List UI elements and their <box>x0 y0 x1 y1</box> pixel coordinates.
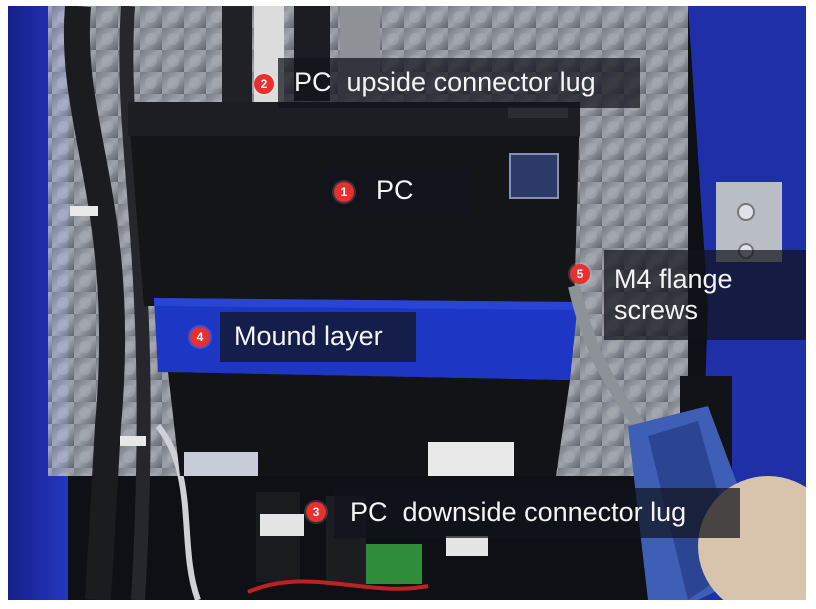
marker-2: 2 <box>254 74 274 94</box>
top-connector <box>222 6 252 106</box>
green-terminal-block <box>366 544 422 584</box>
marker-5: 5 <box>570 264 590 284</box>
callout-m4-flange-screws-label: M4 flange screws <box>614 263 733 325</box>
callout-pc: PC <box>324 166 470 216</box>
white-tag <box>260 514 304 536</box>
left-cable <box>119 6 151 600</box>
marker-3: 3 <box>306 502 326 522</box>
pc-label-sticker <box>184 452 258 476</box>
callout-pc-label: PC <box>376 175 414 206</box>
red-wire <box>247 579 429 594</box>
cable-tie <box>70 206 98 216</box>
marker-1: 1 <box>334 182 354 202</box>
photo: PC 1 PC upside connector lug 2 PC downsi… <box>8 6 806 600</box>
callout-mound-layer-label: Mound layer <box>234 321 383 352</box>
marker-4: 4 <box>190 327 210 347</box>
callout-m4-flange-screws: M4 flange screws <box>604 250 806 340</box>
callout-upside-connector-lug: PC upside connector lug <box>278 58 640 108</box>
callout-downside-connector-lug: PC downside connector lug <box>334 488 740 538</box>
callout-mound-layer: Mound layer <box>220 312 416 362</box>
bracket-screw <box>737 203 755 221</box>
callout-downside-connector-lug-label: PC downside connector lug <box>350 497 687 528</box>
callout-upside-connector-lug-label: PC upside connector lug <box>294 67 596 98</box>
cpu-sticker <box>509 153 559 199</box>
screwdriver-shaft <box>568 284 653 440</box>
bottom-connector <box>256 492 300 582</box>
left-cable <box>63 6 126 600</box>
left-cable-light <box>155 424 201 600</box>
white-tag <box>446 536 488 556</box>
cable-tie <box>120 436 146 446</box>
mound-layer-shade <box>154 298 578 310</box>
pc-vent <box>508 106 568 118</box>
white-tag <box>428 442 514 476</box>
